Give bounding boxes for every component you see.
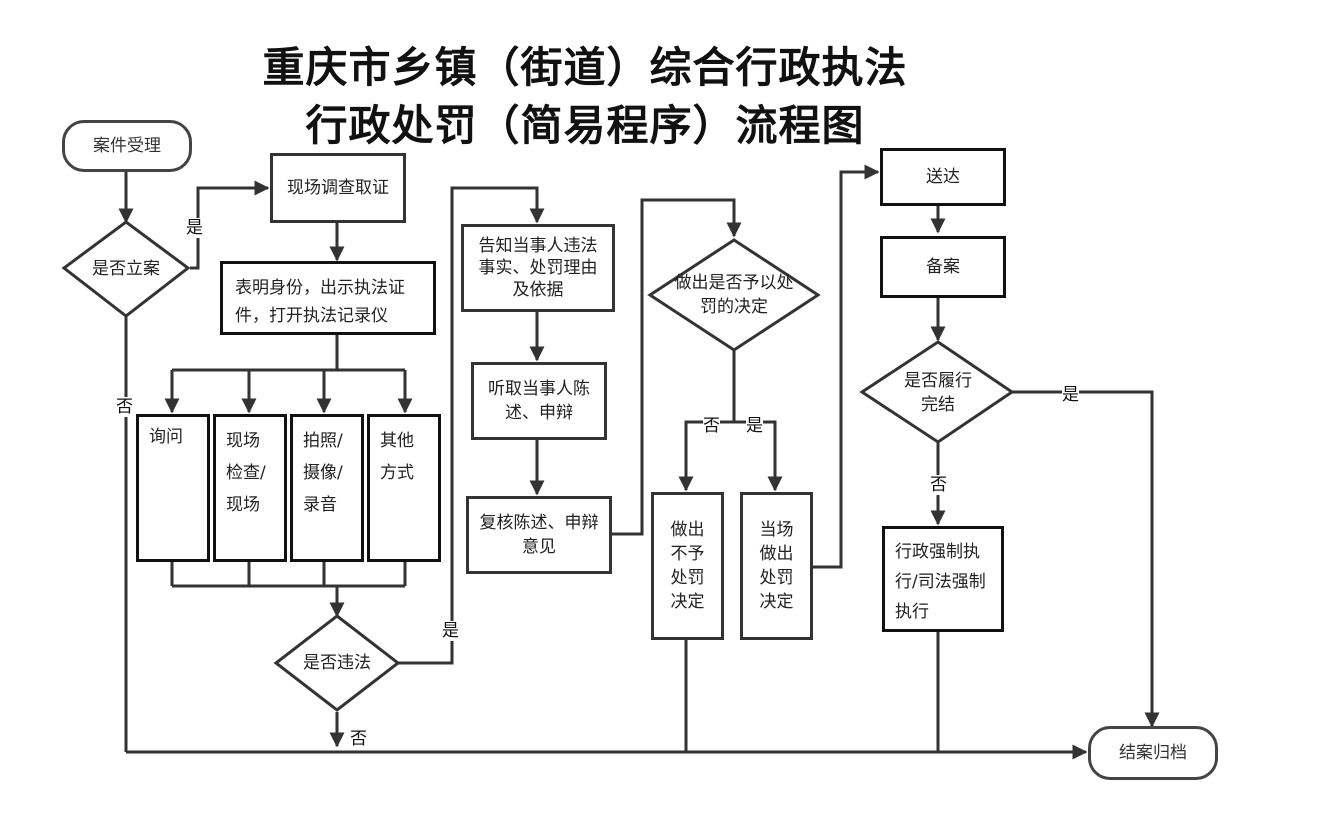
record-node: 备案	[880, 236, 1006, 298]
title-line-1: 重庆市乡镇（街道）综合行政执法	[262, 43, 908, 92]
close-case-node: 结案归档	[1088, 726, 1218, 780]
notify-party-node: 告知当事人违法事实、处罚理由及依据	[461, 224, 615, 312]
file-case-no-label: 否	[116, 397, 133, 417]
no-penalty-node: 做出不予处罚决定	[651, 492, 724, 640]
title-line-2: 行政处罚（简易程序）流程图	[305, 101, 865, 150]
on-site-investigation-node: 现场调查取证	[270, 153, 406, 223]
decision-yes-label: 是	[746, 416, 763, 436]
fulfilled-no-label: 否	[930, 475, 947, 495]
review-statement-node: 复核陈述、申辩意见	[466, 496, 612, 574]
photo-video-node: 拍照/摄像/录音	[290, 414, 364, 562]
fulfilled-label: 是否履行完结	[904, 371, 972, 415]
violation-label: 是否违法	[303, 653, 371, 673]
show-identity-node: 表明身份，出示执法证件，打开执法记录仪	[220, 261, 436, 335]
violation-yes-label: 是	[442, 621, 459, 641]
fulfilled-yes-label: 是	[1062, 385, 1079, 405]
inquiry-node: 询问	[136, 414, 210, 562]
file-case-yes-label: 是	[186, 218, 203, 238]
deliver-node: 送达	[880, 148, 1006, 206]
on-site-penalty-node: 当场做出处罚决定	[740, 492, 813, 640]
file-case-label: 是否立案	[92, 259, 160, 279]
hear-statement-node: 听取当事人陈述、申辩	[471, 362, 607, 440]
penalty-decision-label: 做出是否予以处罚的决定	[674, 273, 794, 317]
violation-no-label: 否	[350, 729, 367, 749]
site-inspection-node: 现场检查/现场	[213, 414, 287, 562]
other-means-node: 其他方式	[367, 414, 441, 562]
case-accept-node: 案件受理	[62, 120, 192, 172]
decision-no-label: 否	[703, 416, 720, 436]
file-case-diamond	[61, 220, 191, 318]
violation-diamond	[273, 614, 401, 712]
enforcement-node: 行政强制执行/司法强制执行	[882, 526, 1004, 632]
penalty-decision-diamond	[647, 238, 821, 352]
fulfilled-diamond	[859, 340, 1015, 444]
